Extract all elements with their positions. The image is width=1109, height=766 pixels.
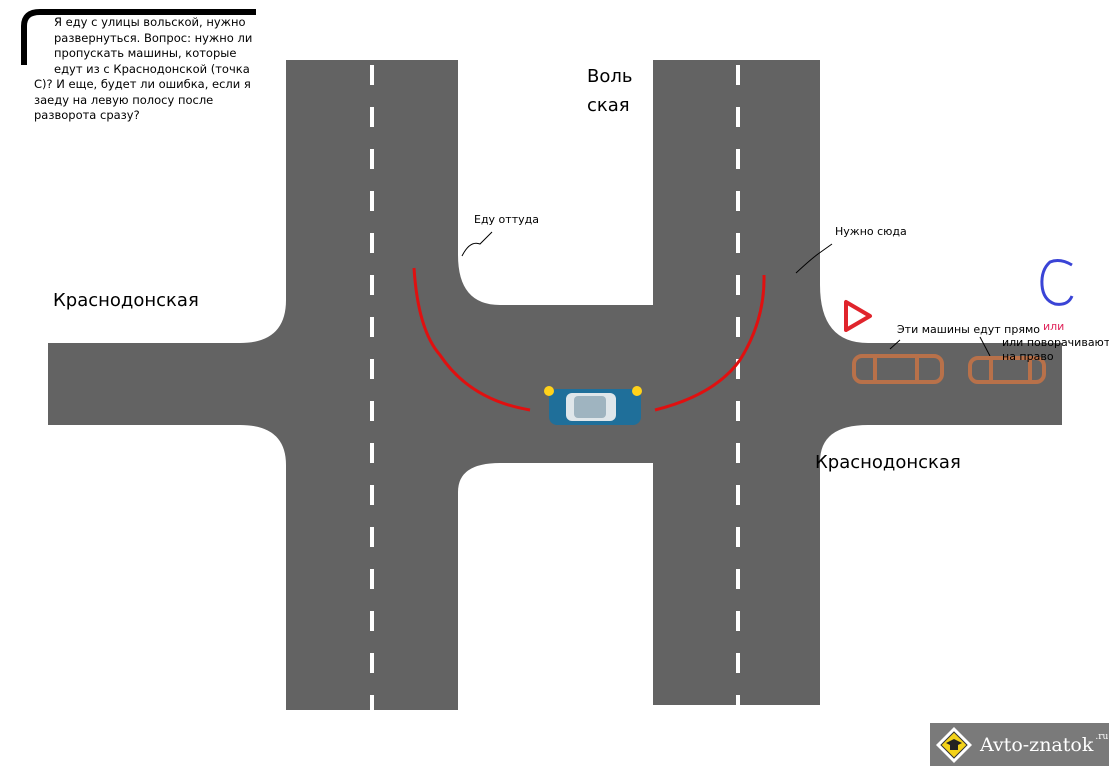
hazard-light-icon (632, 386, 642, 396)
lane-dash (736, 317, 740, 337)
lane-dash (370, 191, 374, 211)
lane-dash (736, 275, 740, 295)
lane-dash (370, 653, 374, 673)
note-need-here: Нужно сюда (835, 225, 907, 238)
lane-dash (736, 695, 740, 715)
logo-tld: .ru (1095, 732, 1109, 742)
car-outline (968, 356, 1046, 384)
blue-car (544, 386, 642, 425)
car-outline (852, 354, 944, 384)
lane-dash (370, 275, 374, 295)
lane-dash (736, 611, 740, 631)
lane-dash (736, 191, 740, 211)
pointer-line (461, 231, 493, 257)
lane-dash (370, 695, 374, 715)
note-or: или (1043, 320, 1065, 333)
lane-dash (370, 149, 374, 169)
lane-dash (736, 65, 740, 85)
u-turn-path-right (654, 274, 766, 412)
street-label-krasnodonskaya: Краснодонская (815, 452, 961, 473)
street-label-volskaya: Воль (587, 66, 633, 87)
question-text: Я еду с улицы вольской, нужно развернуть… (34, 15, 264, 124)
lane-dash (370, 443, 374, 463)
lane-dash (370, 569, 374, 589)
roads (48, 60, 1062, 710)
street-label-volskaya: ская (587, 95, 630, 116)
lane-dash (736, 485, 740, 505)
lane-dash (736, 359, 740, 379)
middle-horizontal-road (458, 255, 653, 492)
logo-text: Avto-znatok (980, 733, 1094, 756)
lane-dash (736, 443, 740, 463)
note-cars-straight: Эти машины едут прямо (897, 323, 1040, 336)
lane-dash (736, 569, 740, 589)
lane-dash (370, 359, 374, 379)
site-logo: Avto-znatok .ru (930, 723, 1109, 766)
lane-dash (370, 401, 374, 421)
yield-sign-icon (844, 300, 872, 332)
lane-dash (370, 233, 374, 253)
lane-dash (370, 65, 374, 85)
lane-dash (736, 107, 740, 127)
lane-dash (736, 233, 740, 253)
lane-dashes (370, 65, 740, 715)
lane-dash (736, 149, 740, 169)
question-line: Я еду с улицы вольской, нужно развернуть… (54, 15, 253, 76)
pointer-line (889, 339, 901, 350)
lane-dash (370, 317, 374, 337)
street-label-krasnodonskaya: Краснодонская (53, 290, 199, 311)
lane-dash (736, 653, 740, 673)
left-krasnodonskaya-road (48, 300, 286, 465)
pointer-line (795, 243, 833, 274)
point-c-mark (1040, 259, 1074, 306)
note-from-there: Еду оттуда (474, 213, 539, 226)
road-sign-logo-icon (936, 726, 972, 763)
u-turn-path-left (412, 267, 531, 412)
pointer-line (979, 336, 991, 357)
lane-dash (370, 107, 374, 127)
lane-dash (370, 485, 374, 505)
lane-dash (370, 611, 374, 631)
lane-dash (736, 401, 740, 421)
bracket-mark (21, 9, 256, 65)
question-line: С)? И еще, будет ли ошибка, если я заеду… (34, 77, 251, 122)
car-outlines (852, 354, 1046, 384)
hazard-light-icon (544, 386, 554, 396)
note-to-right: на право (1002, 350, 1054, 363)
lane-dash (370, 527, 374, 547)
lane-dash (736, 527, 740, 547)
note-or-turn: или поворачивают (1002, 336, 1109, 349)
